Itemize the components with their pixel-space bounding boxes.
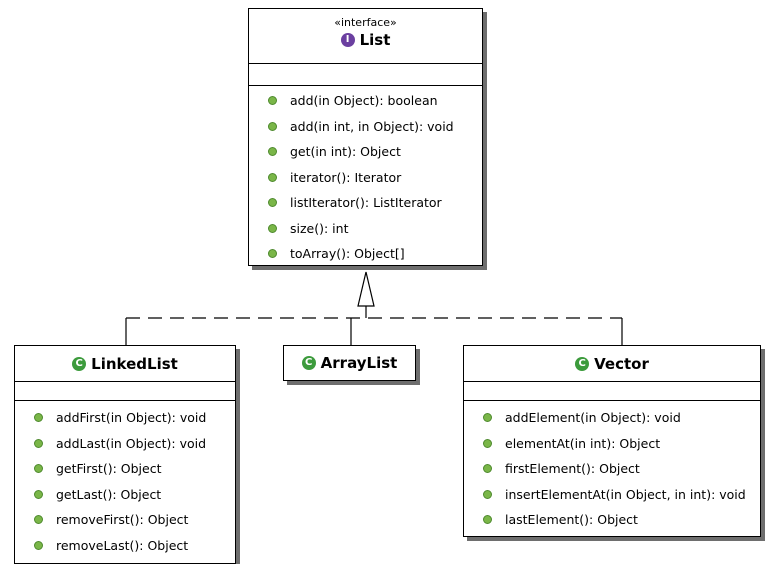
public-method-icon [268,249,277,259]
method-item: iterator(): Iterator [249,165,482,191]
method-item: elementAt(in int): Object [464,431,760,457]
method-item: listIterator(): ListIterator [249,190,482,216]
method-item: firstElement(): Object [464,456,760,482]
method-signature: insertElementAt(in Object, in int): void [505,486,746,502]
method-signature: addLast(in Object): void [56,435,207,451]
public-method-icon [268,198,277,208]
method-item: removeLast(): Object [15,533,235,559]
method-signature: removeFirst(): Object [56,512,189,528]
interface-list-box[interactable]: «interface» I List add(in Object): boole… [248,8,483,266]
method-item: addElement(in Object): void [464,405,760,431]
public-method-icon [483,413,492,423]
method-signature: add(in Object): boolean [290,93,438,109]
public-method-icon [268,147,277,157]
method-list: addElement(in Object): void elementAt(in… [464,401,760,533]
method-item: lastElement(): Object [464,507,760,533]
method-signature: listIterator(): ListIterator [290,195,442,211]
method-signature: getLast(): Object [56,486,162,502]
interface-name: List [359,31,391,49]
method-list: addFirst(in Object): void addLast(in Obj… [15,401,235,558]
interface-list-header: «interface» I List [249,9,482,64]
method-signature: removeLast(): Object [56,537,189,553]
method-signature: addElement(in Object): void [505,410,681,426]
class-icon: C [575,357,590,371]
method-item: toArray(): Object[] [249,241,482,267]
public-method-icon [34,489,43,499]
method-signature: addFirst(in Object): void [56,410,207,426]
public-method-icon [268,172,277,182]
public-method-icon [483,489,492,499]
method-signature: size(): int [290,220,349,236]
method-item: addFirst(in Object): void [15,405,235,431]
method-item: addLast(in Object): void [15,431,235,457]
public-method-icon [268,121,277,131]
public-method-icon [483,515,492,525]
method-signature: add(in int, in Object): void [290,118,454,134]
public-method-icon [34,540,43,550]
method-item: add(in Object): boolean [249,88,482,114]
method-signature: get(in int): Object [290,144,401,160]
attributes-compartment [249,64,482,86]
method-signature: lastElement(): Object [505,512,638,528]
public-method-icon [268,96,277,106]
class-vector-header: C Vector [464,346,760,382]
class-vector-box[interactable]: C Vector addElement(in Object): void ele… [463,345,761,537]
public-method-icon [34,464,43,474]
stereotype-label: «interface» [334,16,397,29]
class-icon: C [301,356,316,370]
public-method-icon [34,438,43,448]
method-item: insertElementAt(in Object, in int): void [464,482,760,508]
method-item: add(in int, in Object): void [249,114,482,140]
interface-icon: I [340,33,355,47]
realization-arrowhead [357,271,375,307]
method-item: removeFirst(): Object [15,507,235,533]
attributes-compartment [15,382,235,401]
class-arraylist-box[interactable]: C ArrayList [283,345,416,381]
class-arraylist-header: C ArrayList [284,346,415,380]
class-icon: C [72,357,87,371]
class-name: LinkedList [91,355,178,373]
class-linkedlist-box[interactable]: C LinkedList addFirst(in Object): void a… [14,345,236,564]
public-method-icon [268,223,277,233]
method-signature: getFirst(): Object [56,461,162,477]
method-signature: iterator(): Iterator [290,169,402,185]
public-method-icon [34,413,43,423]
class-name: ArrayList [320,354,398,372]
method-signature: toArray(): Object[] [290,246,405,262]
public-method-icon [483,464,492,474]
attributes-compartment [464,382,760,401]
class-name: Vector [594,355,649,373]
class-linkedlist-header: C LinkedList [15,346,235,382]
method-item: get(in int): Object [249,139,482,165]
method-signature: firstElement(): Object [505,461,640,477]
public-method-icon [483,438,492,448]
method-item: getFirst(): Object [15,456,235,482]
public-method-icon [34,515,43,525]
method-signature: elementAt(in int): Object [505,435,661,451]
method-item: getLast(): Object [15,482,235,508]
method-list: add(in Object): boolean add(in int, in O… [249,86,482,267]
method-item: size(): int [249,216,482,242]
